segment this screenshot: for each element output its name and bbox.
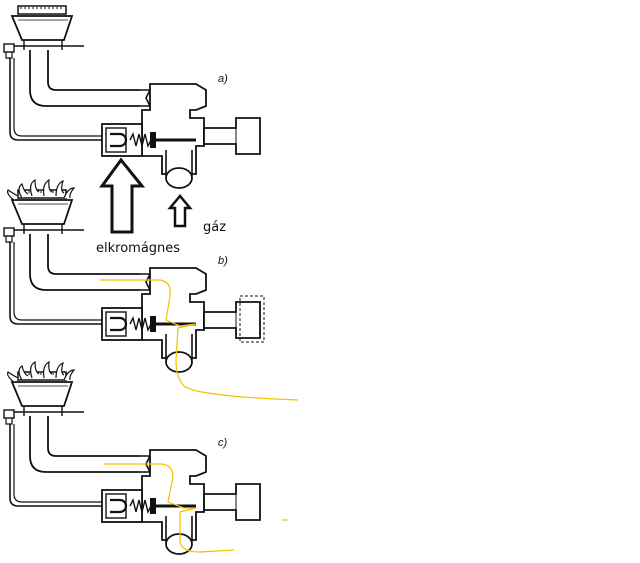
electromagnet-label: elkromágnes xyxy=(96,241,180,256)
panel-b: b) xyxy=(2,179,299,401)
electromagnet-arrow xyxy=(99,157,146,234)
panel-a-label: a) xyxy=(218,73,228,85)
panel-c-label: c) xyxy=(218,437,228,449)
panel-a: a) xyxy=(2,5,262,190)
gas-arrow xyxy=(167,194,193,228)
valve-assembly-c xyxy=(2,404,262,556)
panel-b-label: b) xyxy=(218,255,228,267)
panel-c: c) xyxy=(2,361,288,556)
burner-a xyxy=(11,5,73,41)
gas-label: gáz xyxy=(203,220,226,235)
valve-assembly-a xyxy=(2,38,262,190)
gas-path-b xyxy=(100,279,299,401)
gas-path-c xyxy=(104,463,235,553)
